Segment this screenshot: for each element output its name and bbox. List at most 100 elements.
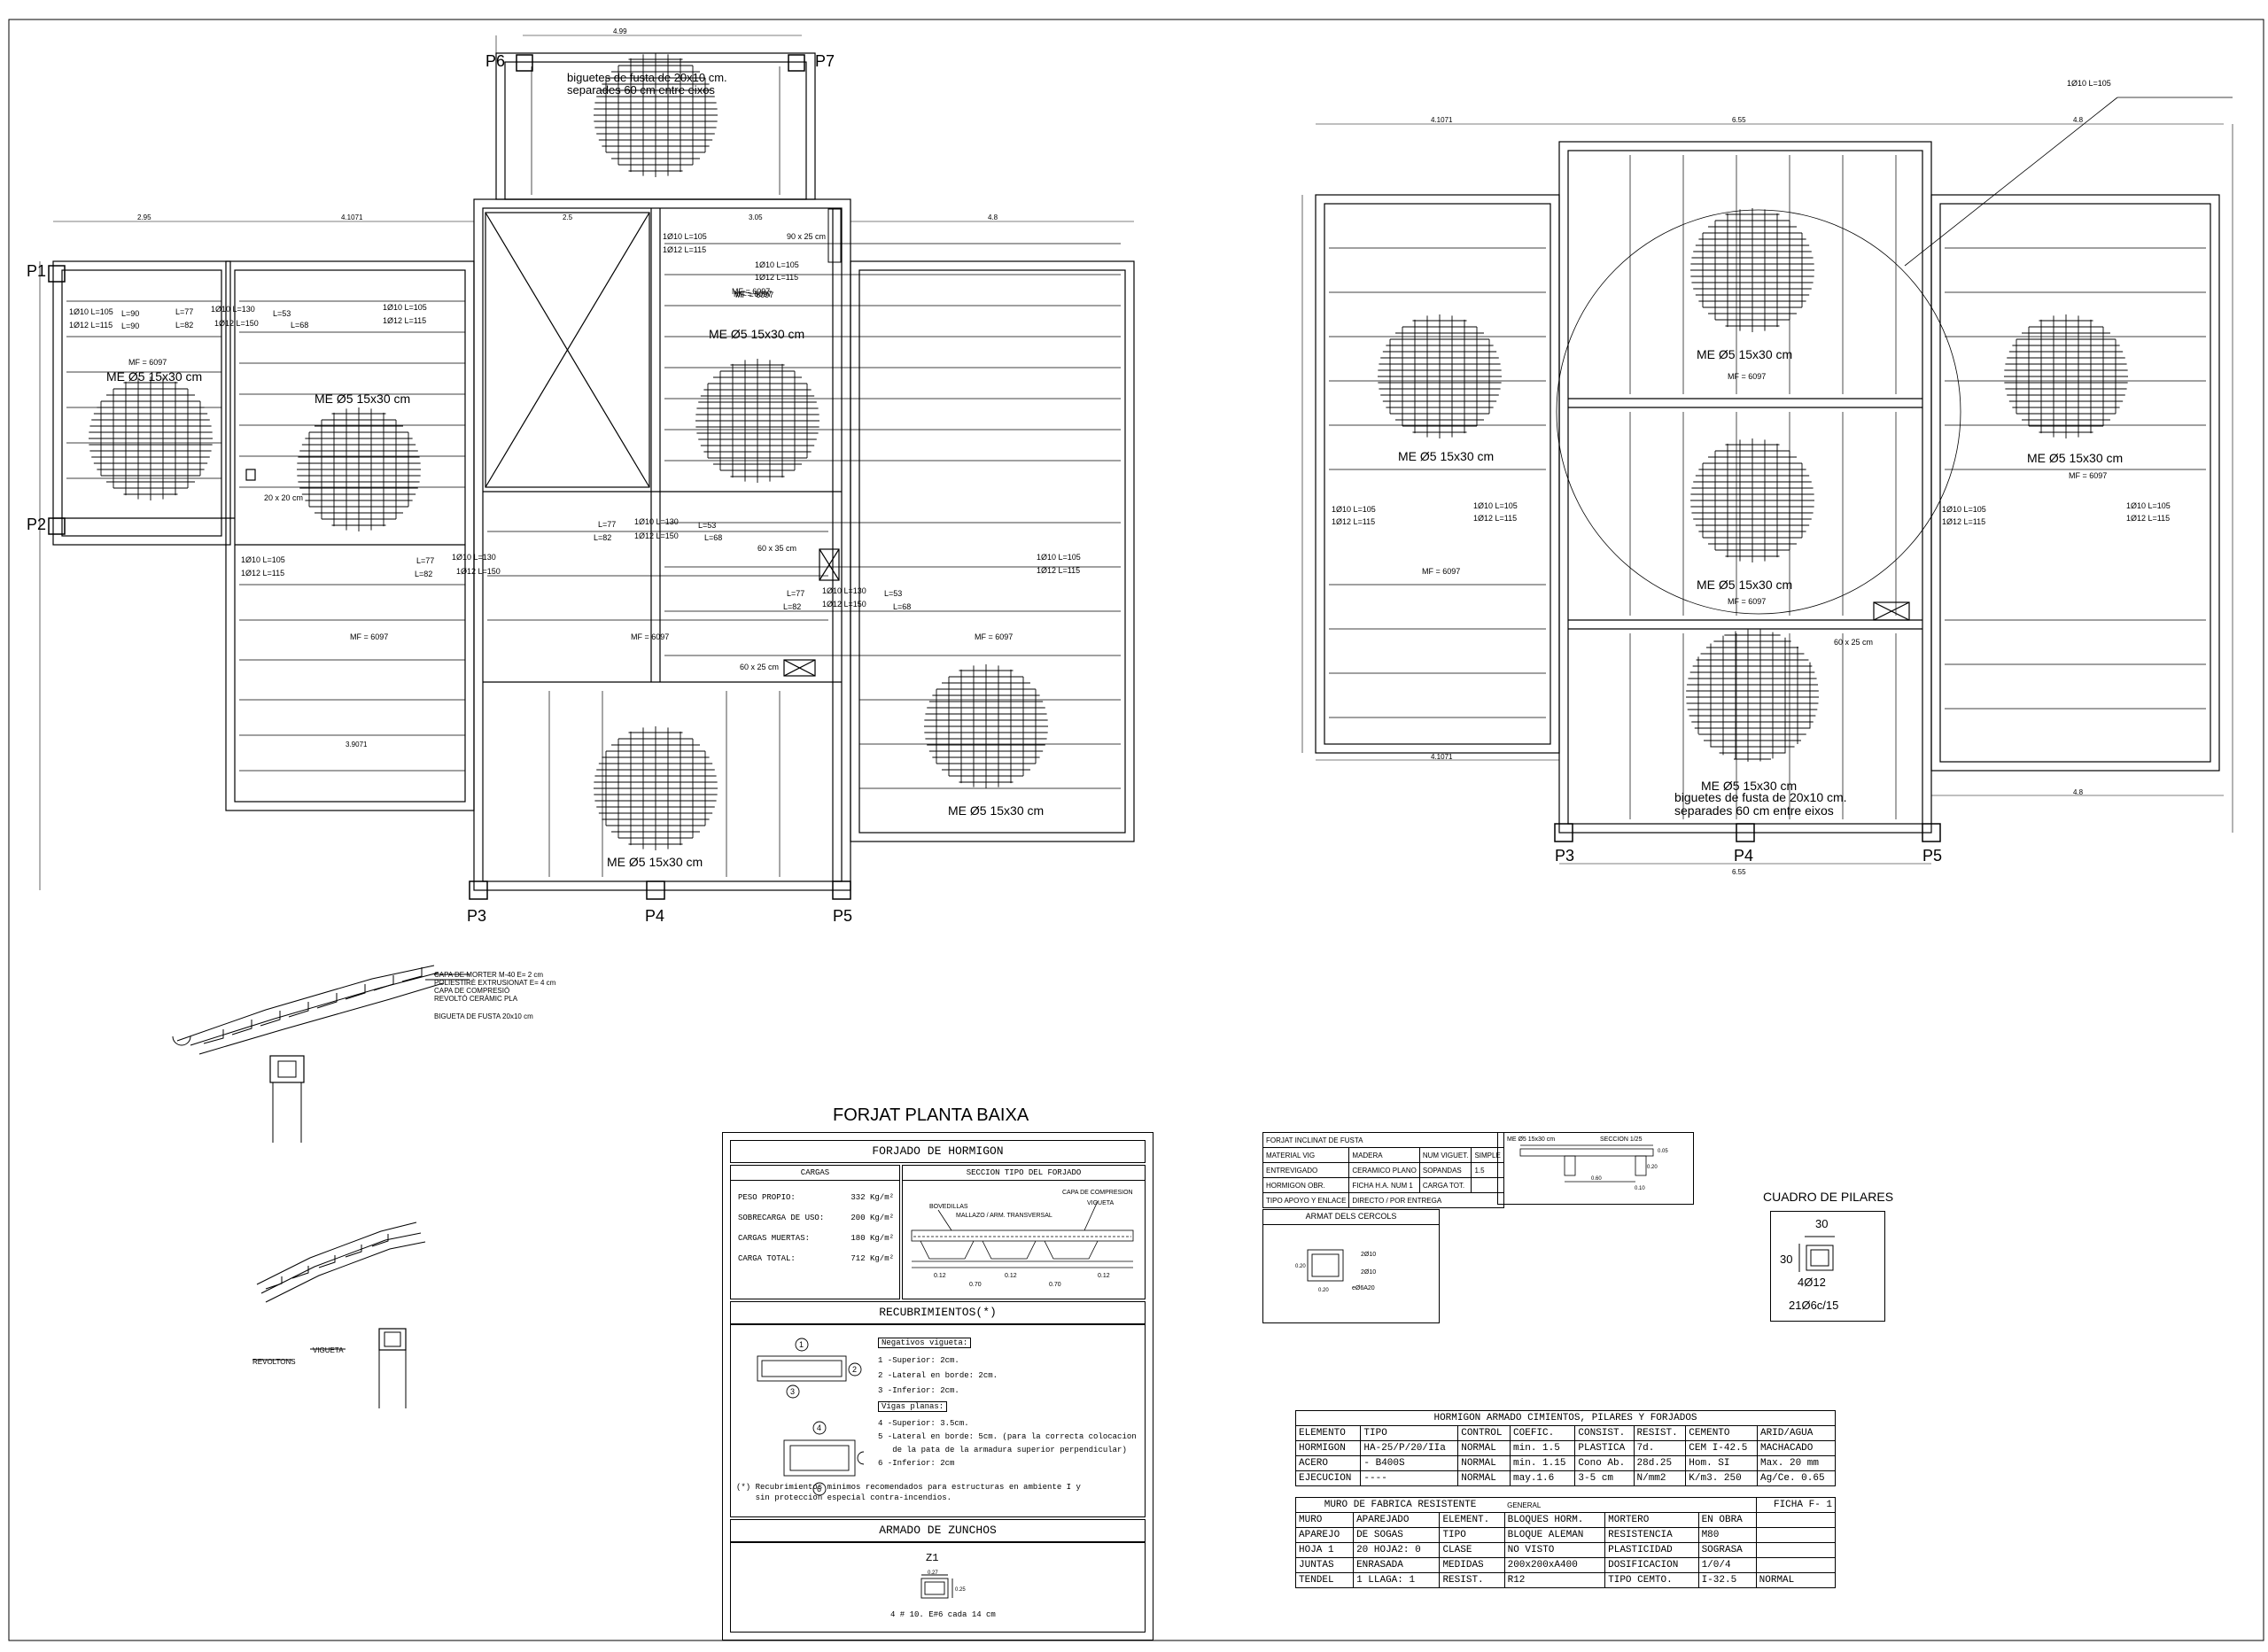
mesh-grid <box>1686 629 1819 762</box>
rebar-label: 1Ø12 L=115 <box>69 321 113 330</box>
hormigon-cell: PLASTICA <box>1574 1440 1635 1456</box>
pilar-width: 30 <box>1815 1217 1829 1230</box>
armat-dim: 0.20 <box>1318 1288 1329 1293</box>
fusta-cell: FICHA H.A. NUM 1 <box>1348 1177 1420 1193</box>
armat-box: ARMAT DELS CERCOLS 2Ø10 2Ø10 eØ6A20 0.20… <box>1262 1209 1440 1323</box>
load-value: 332 Kg/m² <box>850 1193 894 1202</box>
mesh-grid <box>594 726 718 850</box>
hormigon-cell: HA-25/P/20/IIa <box>1360 1440 1459 1456</box>
muro-cell: I-32.5 <box>1697 1572 1757 1588</box>
viga-item: 4 -Superior: 3.5cm. <box>878 1419 969 1428</box>
rebar-label: 1Ø12 L=115 <box>1037 566 1080 575</box>
rebar-150: 1Ø12 L=150 <box>822 600 866 609</box>
seccion-drawing: BOVEDILLAS CAPA DE COMPRESION MALLAZO / … <box>911 1190 1134 1288</box>
armat-label: 2Ø10 <box>1361 1252 1376 1258</box>
hormigon-cell: NORMAL <box>1457 1455 1511 1471</box>
pillar-p1: P1 <box>27 262 46 280</box>
fusta-cell: NUM VIGUET. <box>1418 1147 1472 1163</box>
fusta-cell: CARGA TOT. <box>1418 1177 1472 1193</box>
footnote-1: (*) Recubrimientos minimos recomendados … <box>736 1483 1081 1492</box>
hormigon-table: HORMIGON ARMADO CIMIENTOS, PILARES Y FOR… <box>1294 1410 1837 1486</box>
recub-title: RECUBRIMIENTOS(*) <box>730 1301 1146 1324</box>
mesh-label: ME Ø5 15x30 cm <box>106 369 202 384</box>
muro-cell: NO VISTO <box>1503 1542 1606 1558</box>
hormigon-cell: min. 1.5 <box>1510 1440 1576 1456</box>
hormigon-cell: 28d.25 <box>1633 1455 1687 1471</box>
muro-cell: BLOQUES HORM. <box>1503 1512 1606 1528</box>
hormigon-header: TIPO <box>1360 1425 1459 1441</box>
mesh-grid <box>2004 314 2128 438</box>
mesh-label: ME Ø5 15x30 cm <box>948 803 1044 818</box>
muro-cell: CLASE <box>1439 1542 1505 1558</box>
mesh-grid <box>594 53 718 177</box>
neg-items: 1 -Superior: 2cm.2 -Lateral en borde: 2c… <box>878 1353 998 1399</box>
muro-cell: JUNTAS <box>1294 1557 1355 1573</box>
mf-label: MF = 6097 <box>735 291 773 299</box>
rebar-150: 1Ø12 L=150 <box>214 319 259 328</box>
svg-text:2: 2 <box>852 1365 857 1374</box>
mesh-label: ME Ø5 15x30 cm <box>1398 449 1494 463</box>
viga-item: 5 -Lateral en borde: 5cm. (para la corre… <box>878 1432 1137 1441</box>
hormigon-cell: Cono Ab. <box>1574 1455 1635 1471</box>
muro-cell: NORMAL <box>1755 1572 1837 1588</box>
muro-cell: R12 <box>1503 1572 1606 1588</box>
svg-text:4: 4 <box>817 1423 821 1432</box>
muro-cell: TENDEL <box>1294 1572 1355 1588</box>
hormigon-cell: Hom. SI <box>1685 1455 1758 1471</box>
rebar-label: 1Ø12 L=115 <box>755 273 798 282</box>
forjado-panel: FORJADO DE HORMIGON CARGAS PESO PROPIO:3… <box>722 1132 1153 1640</box>
pilares-box: 30 30 4Ø12 21Ø6c/15 <box>1770 1211 1885 1322</box>
rebar-label: 1Ø10 L=105 <box>755 260 799 269</box>
muro-cell: MORTERO <box>1604 1512 1699 1528</box>
rebar-l90: L=90 <box>121 322 139 330</box>
rebar-l77: L=77 <box>787 589 804 598</box>
muro-cell: DOSIFICACION <box>1604 1557 1699 1573</box>
hormigon-header: CONTROL <box>1457 1425 1511 1441</box>
viga-item: 6 -Inferior: 2cm <box>878 1459 955 1468</box>
muro-cell: 1 LLAGA: 1 <box>1353 1572 1441 1588</box>
mf-label: MF = 6097 <box>1422 567 1460 576</box>
svg-text:6: 6 <box>817 1485 821 1493</box>
rebar-label: 1Ø10 L=105 <box>663 232 707 241</box>
dim: 4.99 <box>613 27 627 35</box>
hormigon-header: ELEMENTO <box>1294 1425 1362 1441</box>
callout-label: 1Ø10 L=105 <box>2067 79 2111 88</box>
pilar-drawing <box>1798 1236 1835 1272</box>
muro-cell: 20 HOJA2: 0 <box>1353 1542 1441 1558</box>
fusta-cell: 1.5 <box>1471 1162 1504 1178</box>
fusta-sec-dim: 0.60 <box>1591 1176 1602 1182</box>
mesh-label: ME Ø5 15x30 cm <box>1697 578 1792 592</box>
load-row: PESO PROPIO:332 Kg/m² <box>738 1193 894 1202</box>
vigueta-label: VIGUETA <box>313 1346 344 1354</box>
fusta-seccion-label: SECCION 1/25 <box>1600 1136 1643 1143</box>
rebar-l77: L=77 <box>175 307 193 316</box>
joist-note-1: biguetes de fusta de 20x10 cm. <box>567 71 727 84</box>
hormigon-header: CONSIST. <box>1574 1425 1635 1441</box>
rebar-130: 1Ø10 L=130 <box>634 517 679 526</box>
fusta-cell: MATERIAL VIG <box>1262 1147 1350 1163</box>
fusta-sec-dim: 0.10 <box>1635 1186 1645 1191</box>
load-row: CARGA TOTAL:712 Kg/m² <box>738 1254 894 1263</box>
hormigon-cell: min. 1.15 <box>1510 1455 1576 1471</box>
load-row: SOBRECARGA DE USO:200 Kg/m² <box>738 1214 894 1222</box>
sec-dim: 0.70 <box>969 1282 982 1288</box>
rebar-150: 1Ø12 L=150 <box>634 531 679 540</box>
hormigon-cell: CEM I-42.5 <box>1685 1440 1758 1456</box>
recub-box: 1 2 3 4 6 Negativos vigueta: 1 -Superior… <box>730 1324 1146 1517</box>
seccion-header: SECCION TIPO DEL FORJADO <box>903 1166 1145 1181</box>
section-layer: CAPA DE MORTER M-40 E= 2 cm <box>434 971 543 979</box>
beam-60x35: 60 x 35 cm <box>757 544 796 553</box>
rebar-label: 1Ø10 L=105 <box>69 307 113 316</box>
pillar-p2: P2 <box>27 516 46 533</box>
muro-cell: HOJA 1 <box>1294 1542 1355 1558</box>
hormigon-cell: K/m3. 250 <box>1685 1470 1758 1486</box>
dim: 3.05 <box>749 213 763 221</box>
rebar-130: 1Ø10 L=130 <box>452 553 496 562</box>
hormigon-header: COEFIC. <box>1510 1425 1576 1441</box>
muro-cell: SOGRASA <box>1697 1542 1757 1558</box>
muro-cell <box>1755 1542 1837 1558</box>
z1-dim: 0.27 <box>928 1571 938 1576</box>
